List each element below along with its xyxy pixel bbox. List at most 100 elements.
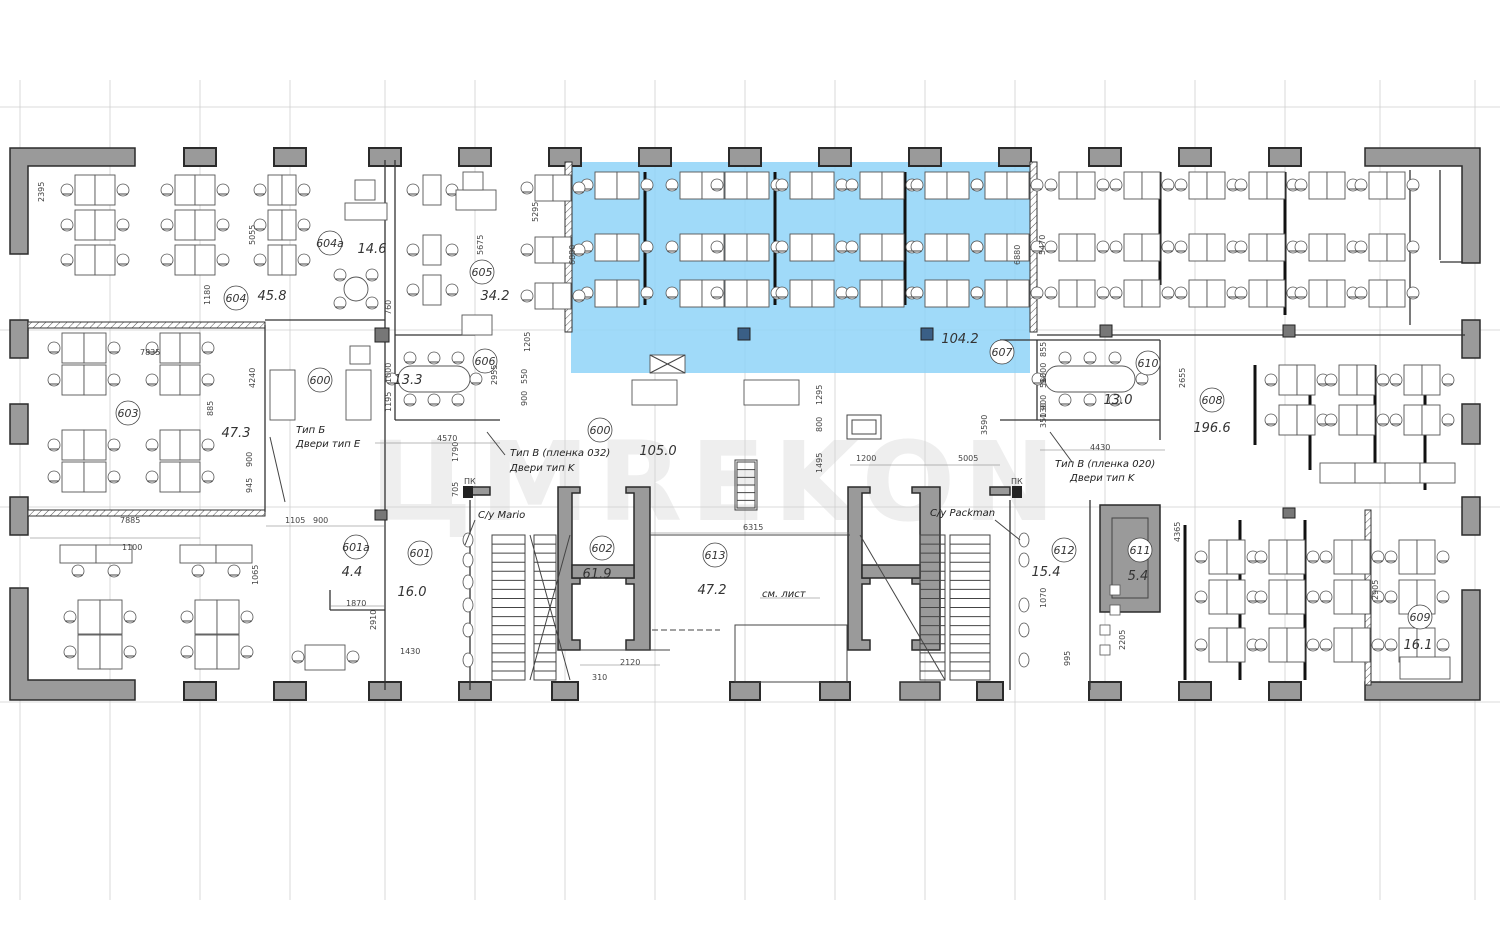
room-area: 13.0 bbox=[1104, 393, 1133, 408]
room-tag bbox=[1199, 387, 1225, 413]
room-area: 104.2 bbox=[941, 332, 978, 347]
room-tag bbox=[587, 417, 613, 443]
desk bbox=[1188, 233, 1208, 262]
desk bbox=[1268, 579, 1288, 615]
device bbox=[354, 179, 376, 201]
room-number: 604 bbox=[226, 292, 247, 305]
chair bbox=[160, 253, 174, 267]
chair bbox=[47, 470, 61, 484]
room-area: 34.2 bbox=[481, 289, 510, 304]
desk bbox=[1333, 539, 1353, 575]
column bbox=[1268, 681, 1302, 701]
dimension-label: 2205 bbox=[1118, 630, 1127, 650]
chair bbox=[253, 183, 267, 197]
desk bbox=[1226, 579, 1246, 615]
room-tag bbox=[469, 259, 495, 285]
chair bbox=[1384, 590, 1398, 604]
desk bbox=[1286, 579, 1306, 615]
column bbox=[976, 681, 1004, 701]
desk bbox=[746, 171, 770, 200]
desk bbox=[1266, 279, 1286, 308]
chair bbox=[1406, 286, 1420, 300]
chair bbox=[1254, 590, 1268, 604]
room-number: 609 bbox=[1410, 611, 1431, 624]
fixture bbox=[1109, 604, 1121, 616]
desk bbox=[216, 634, 240, 670]
dimension-label: 2120 bbox=[620, 658, 640, 667]
chair bbox=[665, 178, 679, 192]
door-e-label: Двери тип E bbox=[295, 439, 361, 450]
desk bbox=[267, 174, 283, 206]
chair bbox=[1436, 638, 1450, 652]
desk bbox=[1416, 539, 1436, 575]
desk bbox=[77, 599, 101, 635]
room-area: 61.9 bbox=[583, 567, 612, 582]
chair bbox=[1354, 286, 1368, 300]
chair bbox=[1109, 286, 1123, 300]
dimension-label: 5005 bbox=[958, 454, 978, 463]
room-area: 15.4 bbox=[1032, 565, 1061, 580]
chair bbox=[970, 286, 984, 300]
chair bbox=[145, 373, 159, 387]
desk bbox=[534, 282, 554, 310]
dimension-label: 1070 bbox=[1039, 588, 1048, 608]
chair bbox=[451, 351, 465, 365]
chair bbox=[63, 645, 77, 659]
desk bbox=[74, 174, 96, 206]
room-tag bbox=[1127, 537, 1153, 563]
dimension-label: 1195 bbox=[384, 392, 393, 412]
dimension-label: 6880 bbox=[568, 245, 577, 265]
desk bbox=[1206, 171, 1226, 200]
chair bbox=[775, 178, 789, 192]
desk bbox=[94, 174, 116, 206]
desk bbox=[552, 236, 572, 264]
room-area: 47.3 bbox=[222, 426, 251, 441]
pk-left-label: ПК bbox=[464, 477, 476, 486]
chair bbox=[403, 393, 417, 407]
chair bbox=[1319, 638, 1333, 652]
wc-mario-label: С/у Mario bbox=[478, 510, 525, 521]
desk bbox=[281, 174, 297, 206]
desk bbox=[61, 364, 85, 396]
dimension-label: 1180 bbox=[203, 285, 212, 305]
desk bbox=[746, 233, 770, 262]
desk bbox=[1296, 364, 1316, 396]
dimension-label: 2395 bbox=[37, 182, 46, 202]
dimension-label: 6315 bbox=[743, 523, 763, 532]
desk bbox=[616, 279, 640, 308]
desk bbox=[1141, 171, 1161, 200]
desk bbox=[1208, 579, 1228, 615]
chair bbox=[445, 243, 459, 257]
desk bbox=[83, 461, 107, 493]
desk bbox=[1141, 233, 1161, 262]
desk bbox=[1006, 233, 1030, 262]
desk bbox=[1268, 627, 1288, 663]
chair bbox=[1058, 393, 1072, 407]
desk bbox=[59, 544, 97, 564]
chair bbox=[47, 438, 61, 452]
room-tag bbox=[702, 542, 728, 568]
chair bbox=[1174, 240, 1188, 254]
desk bbox=[616, 171, 640, 200]
room-tag bbox=[223, 285, 249, 311]
outer-walls bbox=[9, 147, 1481, 701]
dimension-label: 1870 bbox=[346, 599, 366, 608]
desk bbox=[679, 279, 703, 308]
dimension-label: 1105 bbox=[285, 516, 305, 525]
desk bbox=[1296, 404, 1316, 436]
desk bbox=[1208, 539, 1228, 575]
desk bbox=[159, 429, 181, 461]
desk bbox=[1326, 279, 1346, 308]
desk bbox=[1076, 233, 1096, 262]
door-k-right-label: Двери тип K bbox=[1069, 473, 1136, 484]
dimension-label: 945 bbox=[245, 478, 254, 493]
chair bbox=[406, 283, 420, 297]
room-number: 603 bbox=[118, 407, 139, 420]
desk bbox=[1266, 233, 1286, 262]
chair bbox=[180, 645, 194, 659]
chair bbox=[116, 253, 130, 267]
desk bbox=[83, 429, 107, 461]
wc-fixture bbox=[1018, 532, 1030, 548]
wc-fixture bbox=[1018, 597, 1030, 613]
